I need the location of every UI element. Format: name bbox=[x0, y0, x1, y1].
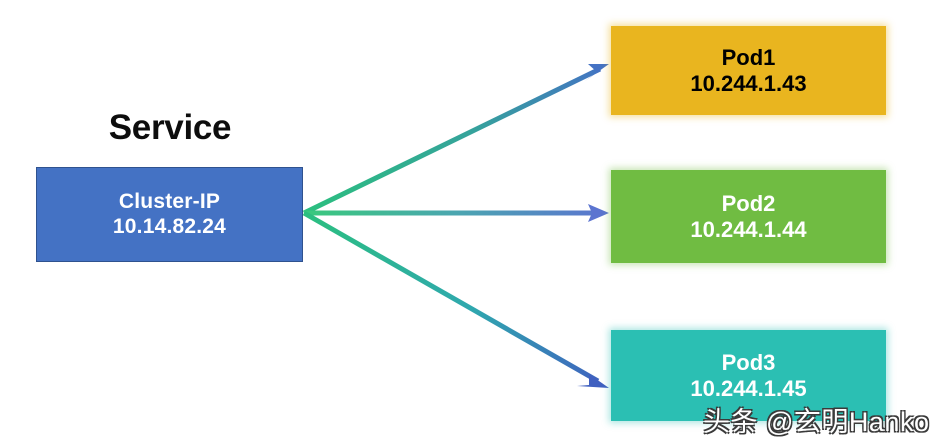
watermark-text: 头条 @玄明Hanko bbox=[703, 407, 930, 437]
page-title: Service bbox=[108, 108, 232, 147]
pod-name-3: Pod3 bbox=[721, 349, 776, 375]
connector-service-to-pod1 bbox=[302, 64, 609, 216]
pod-ip-1: 10.244.1.43 bbox=[690, 70, 807, 96]
connector-service-to-pod3 bbox=[302, 210, 609, 388]
pod-ip-3: 10.244.1.45 bbox=[690, 375, 807, 401]
pod-node-1[interactable]: Pod1 10.244.1.43 bbox=[611, 26, 886, 115]
service-name: Cluster-IP bbox=[118, 189, 221, 213]
service-ip: 10.14.82.24 bbox=[112, 214, 227, 238]
pod-name-1: Pod1 bbox=[721, 44, 776, 70]
pod-node-2[interactable]: Pod2 10.244.1.44 bbox=[611, 170, 886, 263]
pod-node-3[interactable]: Pod3 10.244.1.45 bbox=[611, 330, 886, 421]
pod-name-2: Pod2 bbox=[721, 190, 776, 216]
service-node[interactable]: Cluster-IP 10.14.82.24 bbox=[36, 167, 303, 262]
pod-ip-2: 10.244.1.44 bbox=[690, 216, 807, 242]
connector-service-to-pod2 bbox=[304, 204, 609, 222]
